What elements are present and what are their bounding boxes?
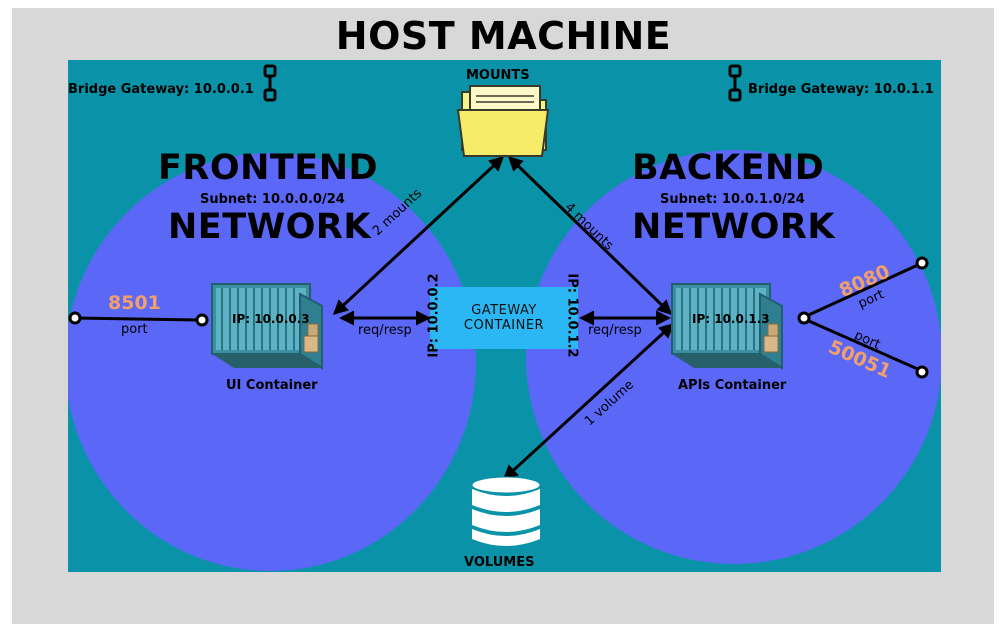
gateway-ip-backend: IP: 10.0.1.2	[564, 273, 580, 358]
backend-network-name-line1: BACKEND	[632, 148, 825, 188]
folder-icon	[456, 85, 550, 157]
database-icon	[471, 476, 541, 546]
gateway-ip-frontend: IP: 10.0.0.2	[426, 273, 442, 358]
api-port-8080-line	[801, 256, 929, 320]
backend-subnet: Subnet: 10.0.1.0/24	[660, 192, 805, 207]
frontend-network-name-line2: NETWORK	[168, 207, 372, 247]
bridge-gateway-frontend-label: Bridge Gateway: 10.0.0.1	[68, 82, 254, 97]
bridge-gateway-backend-label: Bridge Gateway: 10.0.1.1	[748, 82, 934, 97]
backend-network-name-line2: NETWORK	[632, 207, 836, 247]
gateway-container-line2: CONTAINER	[463, 318, 545, 333]
apis-container-name: APIs Container	[678, 378, 787, 393]
apis-container-ip: IP: 10.0.1.3	[692, 312, 770, 326]
api-port-hub	[797, 311, 811, 325]
bridge-gateway-icon-backend	[728, 64, 742, 102]
ui-shipping-container-icon	[211, 283, 323, 369]
frontend-network-name-line1: FRONTEND	[158, 148, 379, 188]
ui-port-number: 8501	[108, 292, 161, 314]
gateway-api-link-label: req/resp	[588, 323, 642, 338]
bridge-gateway-icon-frontend	[263, 64, 277, 102]
volumes-label: VOLUMES	[464, 555, 535, 570]
apis-shipping-container-icon	[671, 283, 783, 369]
page-title: HOST MACHINE	[335, 14, 672, 58]
gateway-container-line1: GATEWAY	[471, 303, 537, 318]
link-ui-to-mounts	[332, 155, 505, 316]
frontend-subnet: Subnet: 10.0.0.0/24	[200, 192, 345, 207]
ui-port-line	[68, 311, 209, 327]
api-port-50051-line	[801, 316, 929, 379]
ui-container-ip: IP: 10.0.0.3	[232, 312, 310, 326]
ui-gateway-link-label: req/resp	[358, 323, 412, 338]
mounts-label: MOUNTS	[466, 68, 530, 83]
ui-port-label: port	[121, 322, 148, 337]
ui-container-name: UI Container	[226, 378, 318, 393]
link-api-to-volumes	[502, 322, 675, 481]
link-api-to-mounts	[507, 155, 673, 316]
gateway-container-box: GATEWAY CONTAINER	[430, 287, 578, 349]
